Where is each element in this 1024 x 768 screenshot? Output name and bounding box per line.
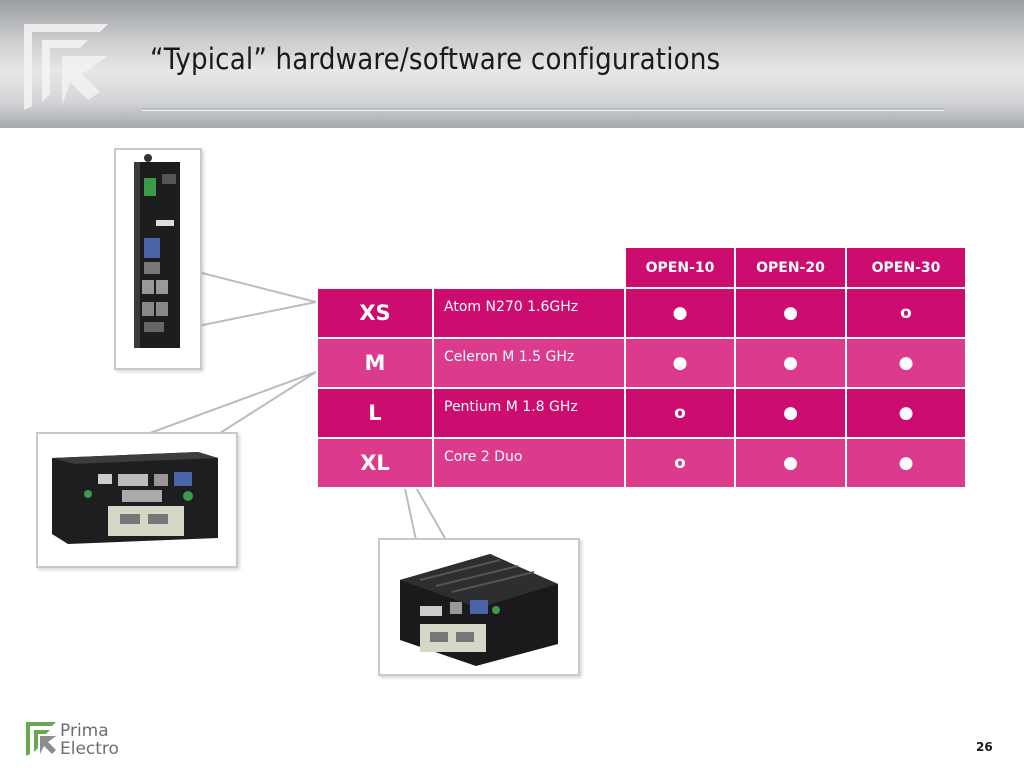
title-divider	[142, 108, 944, 111]
size-cell: L	[316, 387, 434, 439]
column-header: OPEN-10	[624, 246, 736, 289]
size-cell: M	[316, 337, 434, 389]
column-header: OPEN-30	[845, 246, 967, 289]
table-row: XS Atom N270 1.6GHz ● ● o	[316, 287, 967, 339]
slide-header: “Typical” hardware/software configuratio…	[0, 0, 1024, 128]
size-cell: XS	[316, 287, 434, 339]
table-row: XL Core 2 Duo o ● ●	[316, 437, 967, 489]
size-cell: XL	[316, 437, 434, 489]
table-row: L Pentium M 1.8 GHz o ● ●	[316, 387, 967, 439]
box-pc-image	[52, 452, 218, 544]
availability-cell: ●	[734, 387, 847, 439]
product-photo-xl	[378, 538, 580, 676]
din-rail-pc-image	[134, 154, 180, 348]
prima-electro-logo-icon	[26, 722, 56, 756]
availability-cell: ●	[734, 337, 847, 389]
table-row: M Celeron M 1.5 GHz ● ● ●	[316, 337, 967, 389]
availability-cell: ●	[624, 287, 736, 339]
availability-cell: o	[624, 437, 736, 489]
availability-cell: ●	[624, 337, 736, 389]
cpu-cell: Core 2 Duo	[432, 437, 626, 489]
availability-cell: ●	[734, 287, 847, 339]
cpu-cell: Atom N270 1.6GHz	[432, 287, 626, 339]
table-corner	[317, 247, 625, 288]
cpu-cell: Celeron M 1.5 GHz	[432, 337, 626, 389]
cpu-cell: Pentium M 1.8 GHz	[432, 387, 626, 439]
configuration-table: OPEN-10 OPEN-20 OPEN-30 XS Atom N270 1.6…	[316, 246, 967, 489]
product-photo-l	[36, 432, 238, 568]
availability-cell: ●	[734, 437, 847, 489]
brand-line-2: Electro	[60, 739, 119, 759]
availability-cell: o	[845, 287, 967, 339]
availability-cell: ●	[845, 437, 967, 489]
footer-brand: Prima Electro	[60, 722, 119, 758]
availability-cell: o	[624, 387, 736, 439]
availability-cell: ●	[845, 387, 967, 439]
product-photo-xs	[114, 148, 202, 370]
column-header: OPEN-20	[734, 246, 847, 289]
availability-cell: ●	[845, 337, 967, 389]
prima-arrow-logo-icon	[24, 24, 108, 110]
page-title: “Typical” hardware/software configuratio…	[150, 42, 721, 76]
brand-line-1: Prima	[60, 721, 109, 741]
table-header-row: OPEN-10 OPEN-20 OPEN-30	[317, 246, 967, 289]
fanless-box-pc-image	[400, 554, 558, 666]
page-number: 26	[976, 740, 993, 754]
